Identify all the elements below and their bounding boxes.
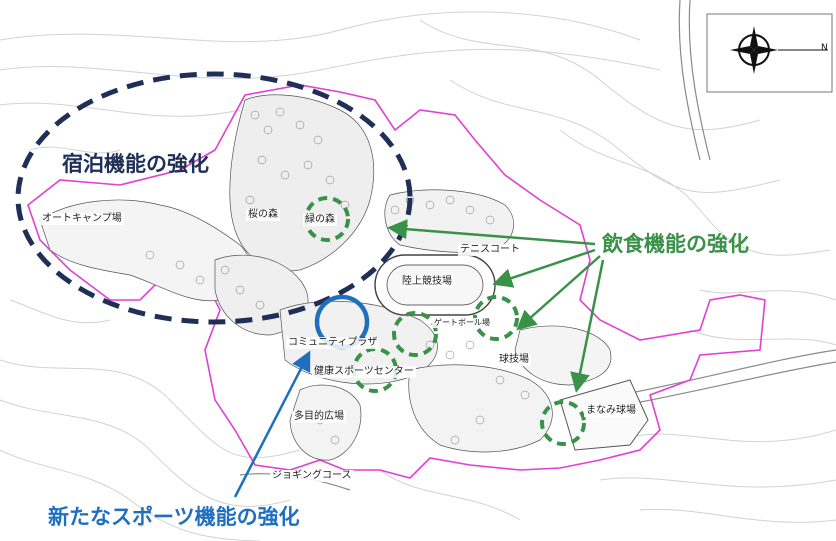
north-label: N xyxy=(821,43,828,53)
label-community: コミュニティプラザ xyxy=(286,337,380,349)
lodging-zone-ellipse xyxy=(15,71,413,325)
callout-lodging: 宿泊機能の強化 xyxy=(62,152,209,176)
contour-lines xyxy=(0,11,836,541)
label-auto-camp: オートキャンプ場 xyxy=(40,213,124,225)
north-arrow-icon xyxy=(706,13,833,93)
dining-arrows xyxy=(387,219,605,393)
label-athletics: 陸上競技場 xyxy=(400,276,454,288)
label-gate-ball: ゲートボール場 xyxy=(432,318,492,328)
label-tennis: テニスコート xyxy=(458,244,522,256)
label-jogging: ジョギングコース xyxy=(270,470,354,482)
label-health-sports: 健康スポーツセンター xyxy=(312,366,416,378)
label-forest-b: 緑の森 xyxy=(303,214,337,226)
label-multi-plaza: 多目的広場 xyxy=(292,411,346,423)
facility-area xyxy=(39,94,612,461)
label-ball-field: 球技場 xyxy=(497,354,531,366)
park-boundary xyxy=(27,84,766,479)
label-forest-a: 桜の森 xyxy=(246,209,280,221)
sports-arrow xyxy=(233,350,311,498)
callout-sports: 新たなスポーツ機能の強化 xyxy=(48,505,300,529)
callout-dining: 飲食機能の強化 xyxy=(602,232,749,256)
label-manami: まなみ球場 xyxy=(584,405,638,417)
